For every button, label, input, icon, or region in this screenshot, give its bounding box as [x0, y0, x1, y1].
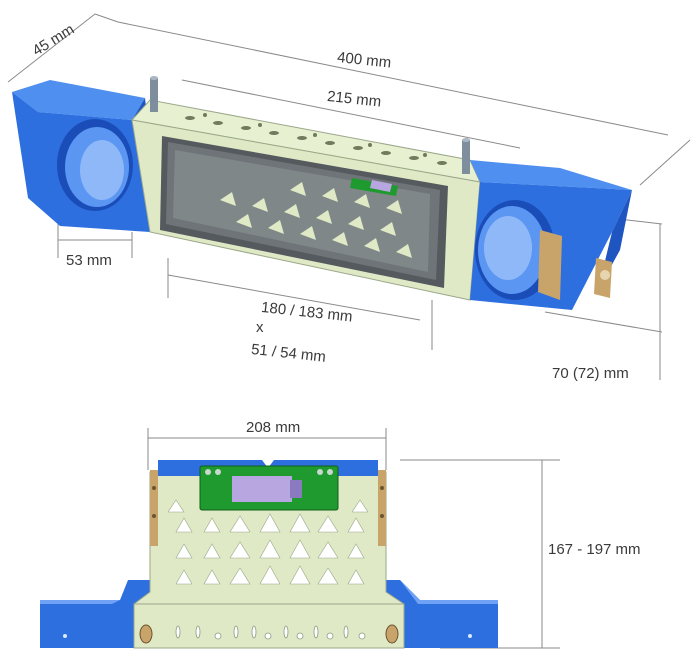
base-left-wing	[40, 580, 150, 648]
ring-offset-dimension-label: 53 mm	[66, 252, 112, 269]
left-foot	[139, 624, 153, 644]
isometric-view	[7, 13, 691, 380]
cutout-times-label: x	[256, 319, 264, 336]
top-slots	[185, 113, 447, 165]
right-foot	[385, 624, 399, 644]
front-dimension-lines	[147, 428, 560, 649]
front-vent-grid	[167, 499, 369, 585]
tray-vents	[220, 182, 412, 258]
right-mount-bracket	[470, 160, 632, 310]
side-height-dimension-label: 70 (72) mm	[552, 365, 629, 382]
pcb-connector	[232, 476, 292, 502]
front-height-dimension-label: 167 - 197 mm	[548, 541, 641, 558]
front-width-dimension-label: 208 mm	[246, 419, 301, 436]
left-standoff	[150, 78, 158, 112]
center-frame	[131, 76, 481, 301]
front-slot-row	[175, 625, 366, 640]
left-rail	[150, 470, 158, 546]
right-rail	[378, 470, 386, 546]
front-view	[40, 428, 560, 649]
right-standoff	[462, 140, 470, 174]
left-mount-bracket	[12, 80, 158, 232]
